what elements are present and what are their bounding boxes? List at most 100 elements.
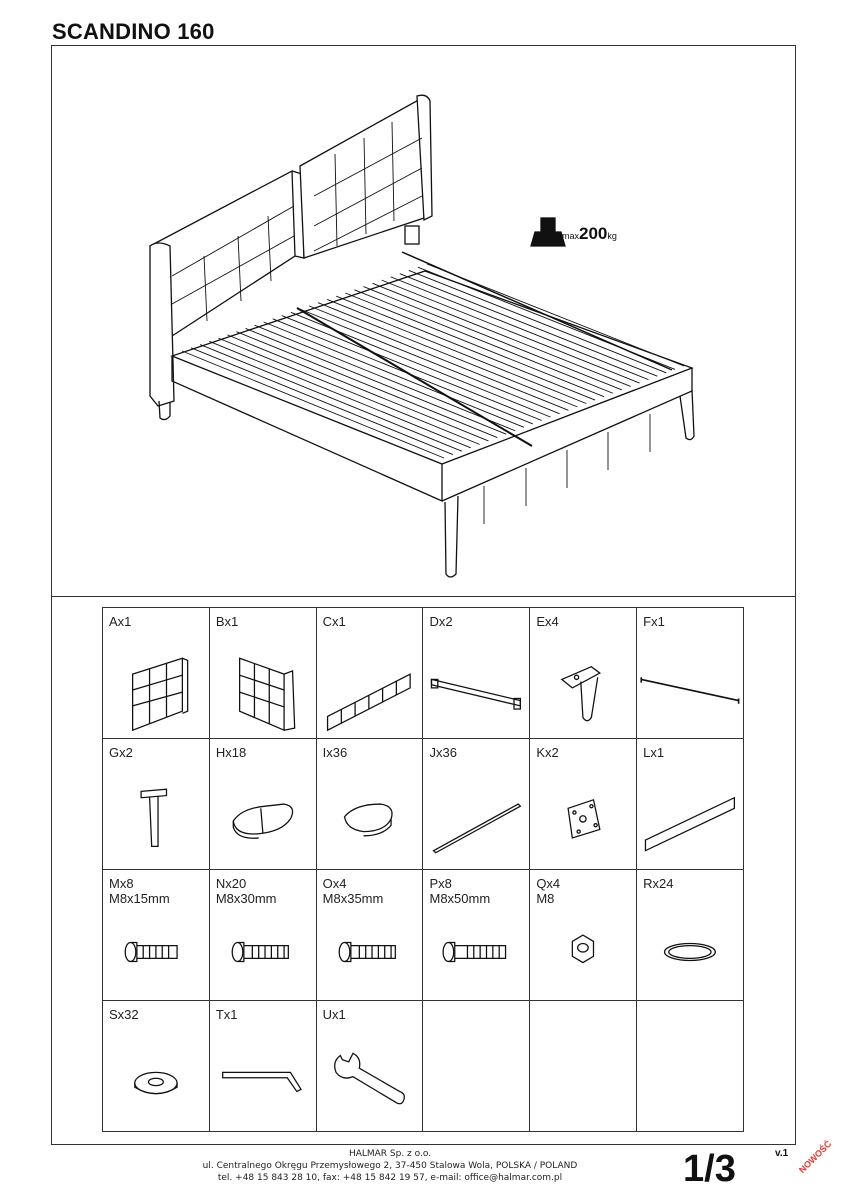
footer: HALMAR Sp. z o.o. ul. Centralnego Okręgu… — [160, 1148, 620, 1184]
footer-address: ul. Centralnego Okręgu Przemysłowego 2, … — [202, 1161, 578, 1171]
slat-line — [236, 331, 498, 438]
slat-line — [181, 350, 445, 459]
slat-line — [245, 328, 507, 435]
max-load-unit: kg — [607, 231, 617, 241]
slat-line — [327, 299, 587, 404]
headboard-right-icon — [210, 646, 316, 734]
footer-company: HALMAR Sp. z o.o. — [348, 1149, 432, 1159]
page-frame — [51, 45, 796, 1145]
slat-line — [254, 324, 516, 432]
part-cell: Lx1 — [636, 738, 744, 870]
part-cell: Ex4 — [529, 607, 638, 739]
allen-key-icon — [210, 1039, 316, 1127]
new-badge: NOWOŚĆ — [797, 1138, 834, 1176]
board-icon — [637, 777, 743, 865]
part-cell: Ax1 — [102, 607, 210, 739]
slat-line — [190, 347, 454, 456]
t-bracket-icon — [103, 777, 209, 865]
part-label: Qx4 M8 — [536, 876, 561, 906]
part-cell: Ux1 — [315, 1000, 424, 1132]
mounting-plate-icon — [530, 777, 636, 865]
bed-illustration — [52, 46, 795, 596]
washer-icon — [103, 1039, 209, 1127]
part-cell: Jx36 — [422, 738, 531, 870]
slat-line — [354, 289, 614, 394]
part-cell: Hx18 — [208, 738, 317, 870]
part-label: Hx18 — [215, 745, 247, 760]
part-cell: Px8 M8x50mm — [422, 869, 531, 1001]
part-label: Ox4 M8x35mm — [322, 876, 384, 906]
part-cell: Mx8 M8x15mm — [102, 869, 210, 1001]
version-label: v.1 — [775, 1148, 789, 1159]
parts-row: Sx32 Tx1 Ux1 — [102, 1000, 744, 1132]
slat-line — [227, 334, 489, 442]
slat-line — [308, 305, 569, 411]
part-cell: Bx1 — [208, 607, 317, 739]
part-cell: Tx1 — [208, 1000, 317, 1132]
part-label: Tx1 — [215, 1007, 238, 1022]
slat-line — [381, 279, 640, 384]
slat-line — [272, 318, 534, 425]
part-label: Ix36 — [322, 745, 348, 760]
rod-icon — [637, 646, 743, 734]
part-cell: Kx2 — [529, 738, 638, 870]
support-beam-icon — [423, 646, 529, 734]
bolt-short-icon — [103, 908, 209, 996]
leg-icon — [530, 646, 636, 734]
part-label: Rx24 — [643, 876, 674, 891]
part-cell: Dx2 — [422, 607, 531, 739]
slat-line — [408, 270, 667, 374]
part-cell: Rx24 — [636, 869, 744, 1001]
wrench-icon — [317, 1039, 423, 1127]
slat-line — [263, 321, 525, 428]
parts-row: Mx8 M8x15mm Nx20 M8x30mm Ox4 M8x35mm Px8 M8… — [102, 869, 744, 1001]
slat-line — [199, 344, 462, 452]
part-label: Ex4 — [536, 614, 559, 629]
nut-icon — [530, 908, 636, 996]
slat-line — [218, 337, 480, 445]
part-label: Nx20 M8x30mm — [215, 876, 277, 906]
bolt-icon — [210, 908, 316, 996]
part-label: Jx36 — [429, 745, 457, 760]
part-label: Dx2 — [429, 614, 453, 629]
slat-line — [399, 273, 658, 377]
part-label: Bx1 — [215, 614, 239, 629]
max-load-value: 200 — [579, 224, 608, 243]
footer-contact: tel. +48 15 843 28 10, fax: +48 15 842 1… — [217, 1173, 563, 1183]
part-label: Ax1 — [109, 614, 132, 629]
document-title: SCANDINO 160 — [52, 19, 215, 44]
part-label: Gx2 — [109, 745, 133, 760]
part-cell: Nx20 M8x30mm — [208, 869, 317, 1001]
slat-line — [345, 292, 605, 398]
page-number: 1/3 — [683, 1148, 736, 1190]
part-cell: Ix36 — [315, 738, 424, 870]
slat-line — [299, 308, 560, 415]
slat-line — [363, 286, 622, 391]
max-load-label: max200kg — [562, 224, 617, 244]
slat-line — [336, 295, 596, 401]
part-cell: Sx32 — [102, 1000, 210, 1132]
part-label: Ux1 — [322, 1007, 346, 1022]
slat-line — [281, 315, 542, 421]
bolt-long-icon — [423, 908, 529, 996]
part-label: Lx1 — [643, 745, 665, 760]
part-cell — [529, 1000, 638, 1132]
slat-line — [372, 282, 631, 387]
slat-holder-icon — [317, 777, 423, 865]
section-divider — [51, 596, 796, 597]
double-slat-holder-icon — [210, 777, 316, 865]
slat-icon — [423, 777, 529, 865]
part-cell — [636, 1000, 744, 1132]
part-label: Kx2 — [536, 745, 559, 760]
headboard-left-icon — [103, 646, 209, 734]
part-label: Mx8 M8x15mm — [109, 876, 170, 906]
part-label: Cx1 — [322, 614, 346, 629]
part-cell: Ox4 M8x35mm — [315, 869, 424, 1001]
max-load-prefix: max — [562, 231, 580, 241]
slat-line — [390, 276, 649, 381]
parts-row: Gx2 Hx18 Ix36 Jx36 Kx2 Lx1 — [102, 738, 744, 870]
part-cell: Cx1 — [315, 607, 424, 739]
part-cell — [422, 1000, 531, 1132]
